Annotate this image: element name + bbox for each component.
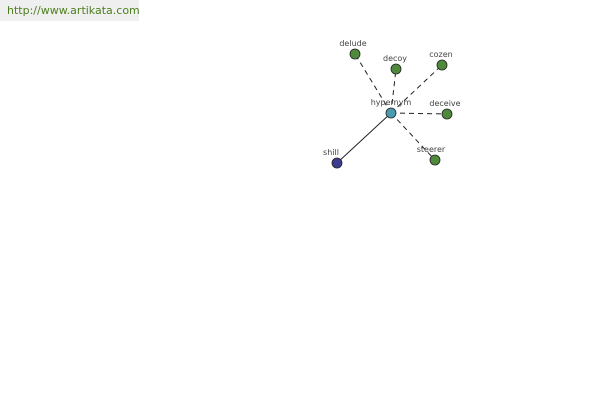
node-label-steerer: steerer	[417, 145, 446, 154]
url-bar: http://www.artikata.com	[0, 0, 140, 21]
graph-edges	[336, 53, 448, 164]
node-deceive[interactable]	[441, 108, 453, 120]
node-cozen[interactable]	[436, 59, 448, 71]
node-label-deceive: deceive	[429, 99, 460, 108]
edge-delude	[354, 53, 392, 114]
node-label-shill: shill	[323, 148, 339, 157]
node-label-decoy: decoy	[383, 54, 407, 63]
edge-steerer	[390, 112, 436, 161]
node-decoy[interactable]	[390, 63, 402, 75]
node-label-delude: delude	[339, 39, 366, 48]
edge-shill	[336, 112, 392, 164]
site-url-link[interactable]: http://www.artikata.com	[7, 4, 140, 17]
node-label-cozen: cozen	[429, 50, 452, 59]
node-label-hypernym: hypernym	[371, 98, 412, 107]
node-steerer[interactable]	[429, 154, 441, 166]
graph-nodes: delude decoy cozen deceive steerer shill hyper…	[323, 39, 461, 169]
edge-cozen	[390, 64, 443, 114]
edge-decoy	[390, 68, 397, 114]
node-shill[interactable]	[331, 157, 343, 169]
node-center-hypernym[interactable]	[385, 107, 397, 119]
node-delude[interactable]	[349, 48, 361, 60]
edge-deceive	[390, 112, 448, 115]
